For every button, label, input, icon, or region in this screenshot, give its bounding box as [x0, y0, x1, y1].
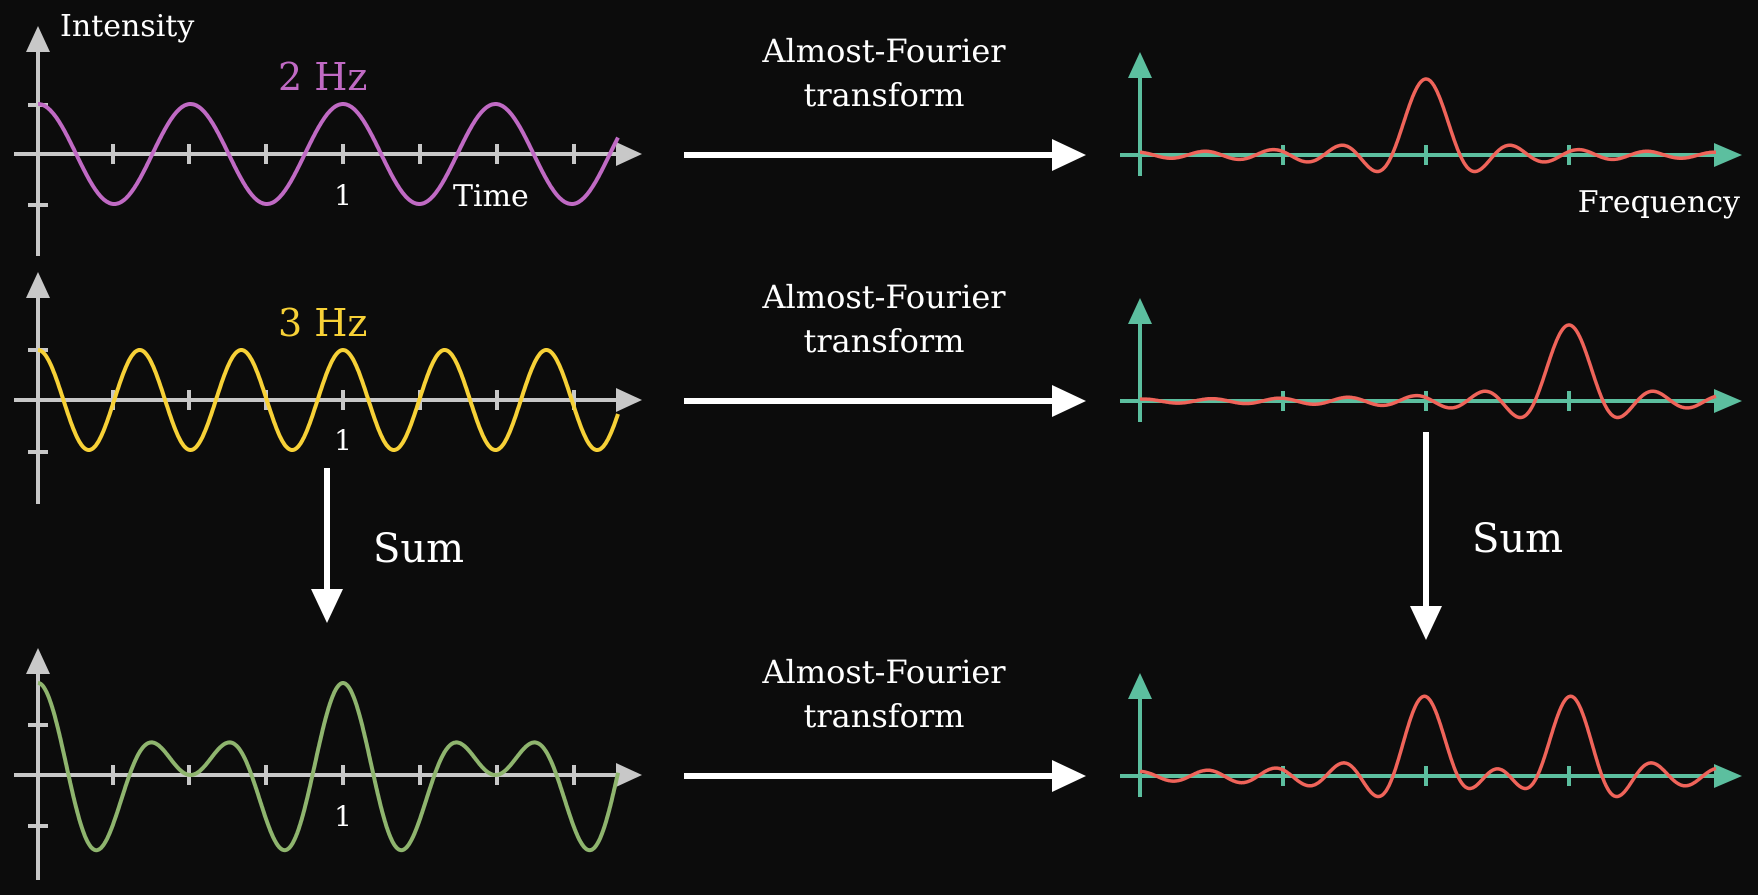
row-1-freq-ticks: [1281, 145, 1571, 165]
row-2-time-x-arrowhead: [616, 388, 642, 412]
row-3-time-x-ticks: [111, 765, 576, 785]
transform-row-2: Almost-Fourier transform: [684, 278, 1086, 417]
row-2-time-y-arrowhead: [26, 272, 50, 298]
wave-3hz-label: 3 Hz: [278, 301, 367, 345]
row-1-time-y-arrowhead: [26, 26, 50, 52]
row-1-freq-y-arrowhead: [1128, 52, 1152, 78]
row-1-freq-plot: Frequency: [1120, 52, 1742, 220]
transform-2-line-1: Almost-Fourier: [761, 278, 1006, 316]
spectrum-sum-curve: [1138, 694, 1718, 799]
sum-arrow-left: Sum: [311, 468, 464, 623]
transform-row-1: Almost-Fourier transform: [684, 32, 1086, 171]
sum-left-label: Sum: [373, 526, 464, 572]
sum-left-arrowhead: [311, 589, 343, 623]
sum-right-label: Sum: [1472, 516, 1563, 562]
transform-3-arrowhead: [1052, 760, 1086, 792]
wave-2hz-curve: [37, 102, 620, 206]
row-3-freq-y-arrowhead: [1128, 673, 1152, 699]
wave-2hz-label: 2 Hz: [278, 55, 367, 99]
wave-sum-curve: [36, 681, 620, 853]
row-1-time-x-ticks: [111, 144, 576, 164]
row-2-tick-one-label: 1: [334, 424, 352, 457]
transform-3-line-2: transform: [803, 697, 964, 735]
row-2-freq-y-arrowhead: [1128, 298, 1152, 324]
row-1-tick-one-label: 1: [334, 179, 352, 212]
transform-2-arrowhead: [1052, 385, 1086, 417]
transform-row-3: Almost-Fourier transform: [684, 653, 1086, 792]
row-3-freq-plot: [1120, 673, 1742, 799]
row-3-time-y-ticks: [28, 723, 48, 828]
transform-2-line-2: transform: [803, 322, 964, 360]
time-axis-label: Time: [453, 179, 529, 214]
row-2-freq-x-arrowhead: [1714, 389, 1742, 413]
wave-3hz-curve: [36, 348, 620, 452]
row-2-time-plot: 3 Hz 1: [14, 272, 642, 504]
row-1-time-x-arrowhead: [616, 142, 642, 166]
transform-1-arrowhead: [1052, 139, 1086, 171]
row-2-freq-ticks: [1281, 391, 1571, 411]
sum-right-arrowhead: [1410, 606, 1442, 640]
transform-1-line-1: Almost-Fourier: [761, 32, 1006, 70]
sum-arrow-right: Sum: [1410, 432, 1563, 640]
transform-3-line-1: Almost-Fourier: [761, 653, 1006, 691]
intensity-label: Intensity: [60, 9, 194, 44]
row-3-freq-x-arrowhead: [1714, 764, 1742, 788]
spectrum-1-curve: [1138, 77, 1718, 174]
row-3-time-plot: 1: [14, 648, 642, 880]
row-2-freq-plot: [1120, 298, 1742, 422]
transform-1-line-2: transform: [803, 76, 964, 114]
frequency-axis-label: Frequency: [1578, 185, 1740, 220]
row-1-time-plot: Intensity 2 Hz 1 Time: [14, 9, 642, 256]
row-3-time-x-arrowhead: [616, 763, 642, 787]
row-3-tick-one-label: 1: [334, 800, 352, 833]
spectrum-2-curve: [1138, 323, 1718, 420]
row-1-freq-x-arrowhead: [1714, 143, 1742, 167]
row-3-time-y-arrowhead: [26, 648, 50, 674]
